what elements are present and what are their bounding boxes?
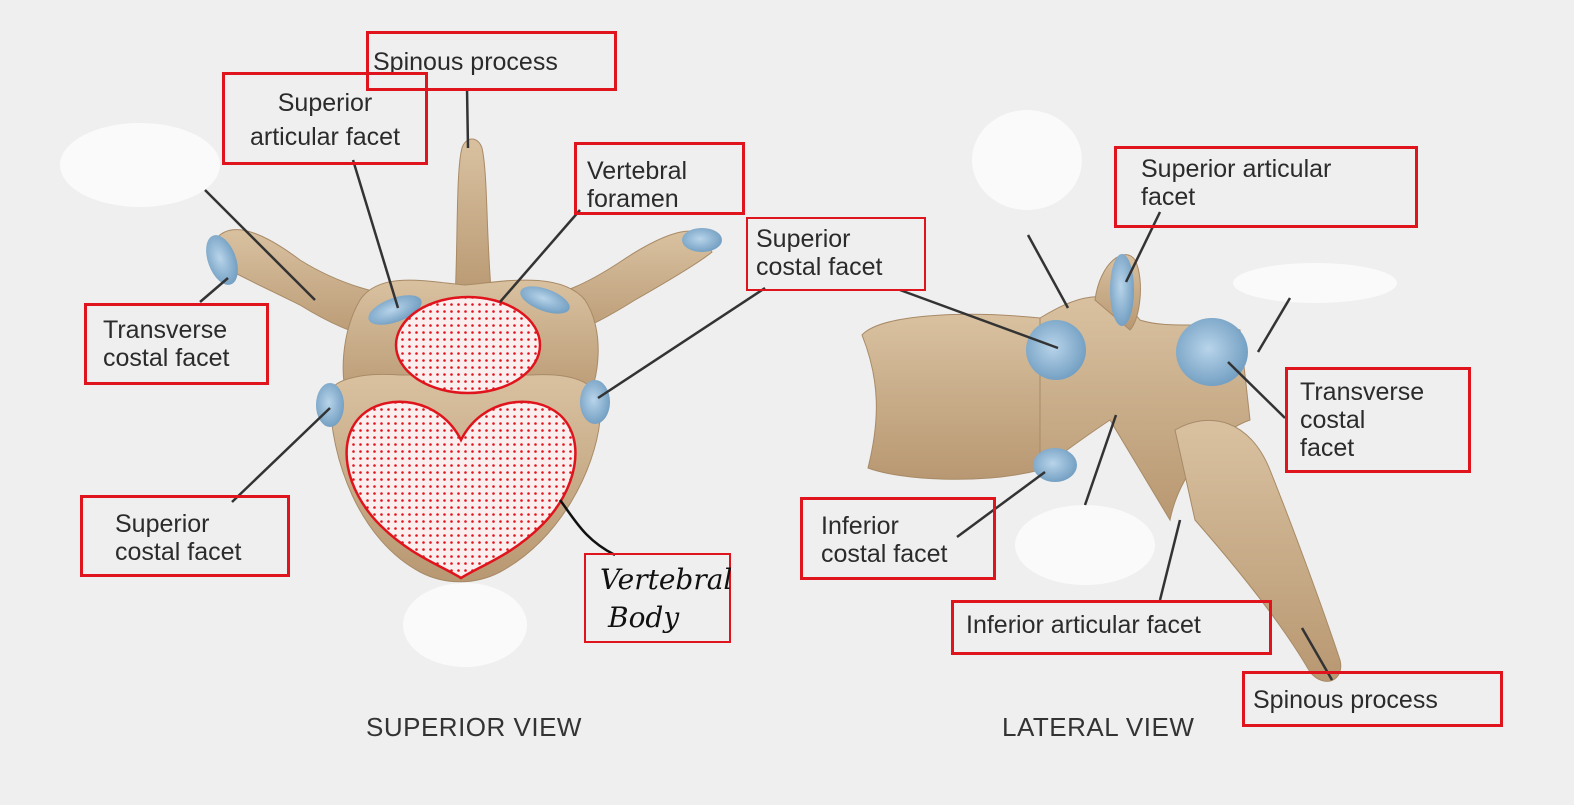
label-text: Vertebral — [600, 563, 733, 596]
label-superior-articular-facet-lateral: Superior articular facet — [1114, 146, 1418, 228]
label-text: Superior — [115, 510, 210, 538]
label-text: Body — [608, 601, 680, 634]
label-text: foramen — [587, 185, 679, 213]
label-inferior-costal-facet: Inferior costal facet — [800, 497, 996, 580]
lateral-view-vertebra — [861, 110, 1397, 682]
label-text: facet — [1141, 183, 1196, 211]
caption-superior-view: SUPERIOR VIEW — [366, 712, 582, 742]
label-text: costal — [1300, 406, 1366, 434]
label-text: costal facet — [756, 253, 883, 281]
label-text: facet — [1300, 434, 1355, 462]
vertebral-foramen-fill — [394, 295, 542, 395]
leader-lines — [199, 87, 1334, 681]
label-text: Inferior — [821, 512, 899, 540]
label-inferior-articular-facet: Inferior articular facet — [951, 600, 1272, 655]
label-superior-costal-facet-right: Superior costal facet — [746, 217, 926, 291]
label-text: Transverse — [1300, 378, 1425, 406]
label-text: Spinous process — [1253, 686, 1438, 714]
label-spinous-process-superior: Spinous process — [366, 31, 617, 91]
label-text: costal facet — [103, 344, 230, 372]
label-text: Inferior articular facet — [966, 611, 1201, 639]
label-text: Superior — [277, 89, 373, 117]
label-text: Spinous process — [373, 48, 558, 76]
label-vertebral-foramen: Vertebral foramen — [574, 142, 745, 215]
label-text: articular facet — [249, 123, 401, 151]
label-text: Superior articular — [1141, 155, 1332, 183]
label-text: costal facet — [115, 538, 242, 566]
label-superior-articular-facet-superior: Superior articular facet — [222, 72, 428, 165]
label-transverse-costal-facet-lateral: Transverse costal facet — [1285, 367, 1471, 473]
label-text: Vertebral — [587, 157, 688, 185]
caption-lateral-view: LATERAL VIEW — [1002, 712, 1195, 742]
superior-view-vertebra — [60, 123, 722, 667]
label-text: costal facet — [821, 540, 948, 568]
label-text: Superior — [756, 225, 851, 253]
label-transverse-costal-facet-superior: Transverse costal facet — [84, 303, 269, 385]
label-spinous-process-lateral: Spinous process — [1242, 671, 1503, 727]
label-text: Transverse — [103, 316, 228, 344]
label-vertebral-body: Vertebral Body — [584, 553, 733, 643]
vertebral-body-fill — [345, 400, 577, 580]
label-superior-costal-facet-left: Superior costal facet — [80, 495, 290, 577]
